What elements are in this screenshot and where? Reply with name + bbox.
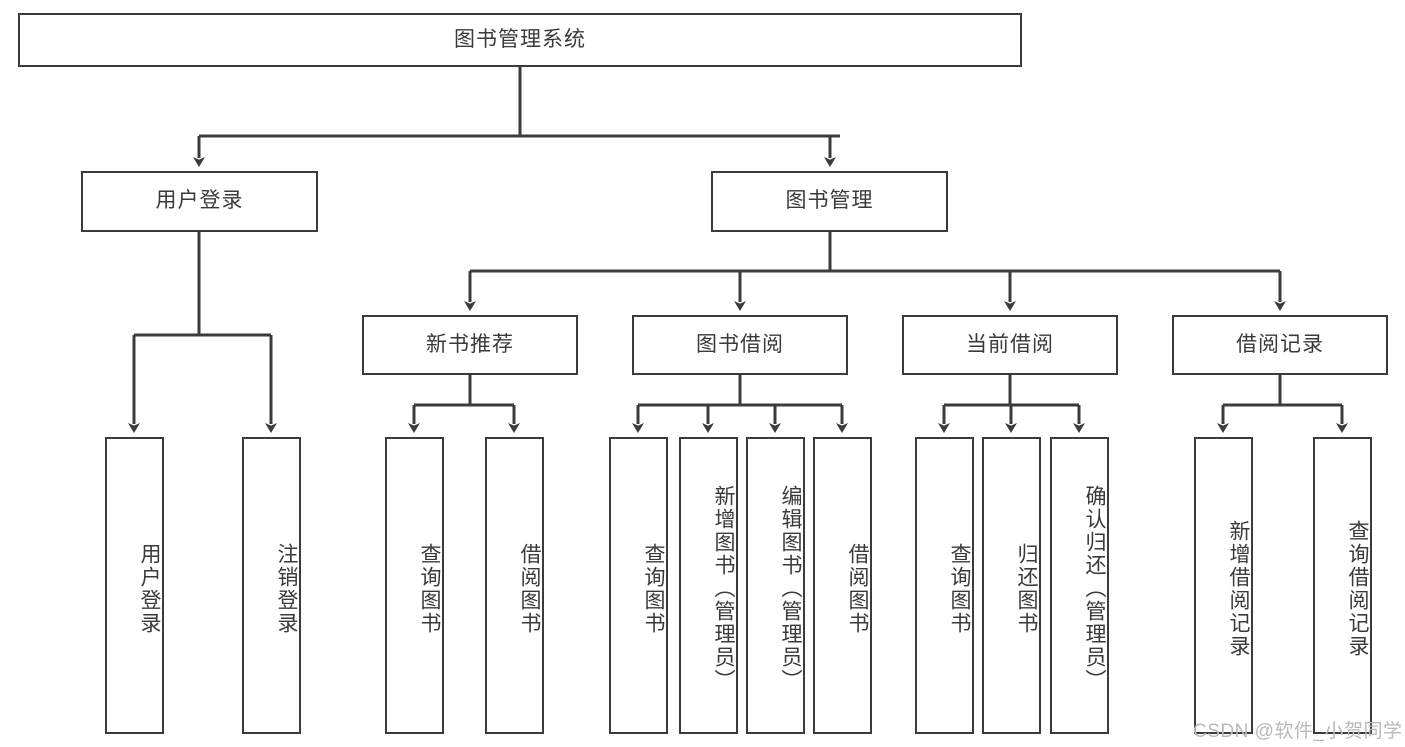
leaf-record-add-record[interactable]: 新增借阅记录 bbox=[1194, 437, 1253, 734]
leaf-borrow-add-book-admin[interactable]: 新增图书（管理员） bbox=[679, 437, 738, 734]
node-current-borrow-label: 当前借阅 bbox=[966, 332, 1054, 356]
leaf-borrow-edit-book-admin[interactable]: 编辑图书（管理员） bbox=[746, 437, 805, 734]
leaf-label: 用户登录 bbox=[138, 542, 161, 635]
node-book-borrow-label: 图书借阅 bbox=[696, 332, 784, 356]
leaf-record-query-record[interactable]: 查询借阅记录 bbox=[1313, 437, 1372, 734]
node-new-book-recommend-label: 新书推荐 bbox=[426, 332, 514, 356]
leaf-label: 新增图书（管理员） bbox=[712, 485, 735, 692]
leaf-user-login-signout[interactable]: 注销登录 bbox=[242, 437, 301, 734]
leaf-user-login-signin[interactable]: 用户登录 bbox=[105, 437, 164, 734]
leaf-label: 注销登录 bbox=[275, 542, 298, 635]
leaf-recommend-query-book[interactable]: 查询图书 bbox=[385, 437, 444, 734]
node-root[interactable]: 图书管理系统 bbox=[18, 13, 1022, 67]
leaf-recommend-borrow-book[interactable]: 借阅图书 bbox=[485, 437, 544, 734]
leaf-label: 查询图书 bbox=[642, 542, 665, 635]
node-user-login-label: 用户登录 bbox=[155, 189, 244, 213]
node-book-borrow[interactable]: 图书借阅 bbox=[632, 315, 848, 375]
leaf-current-confirm-return-admin[interactable]: 确认归还（管理员） bbox=[1050, 437, 1109, 734]
node-user-login[interactable]: 用户登录 bbox=[81, 171, 318, 232]
csdn-watermark: CSDN @软件_小贺同学 bbox=[1193, 721, 1403, 742]
leaf-borrow-borrow-book[interactable]: 借阅图书 bbox=[813, 437, 872, 734]
node-borrow-record[interactable]: 借阅记录 bbox=[1172, 315, 1388, 375]
leaf-label: 查询图书 bbox=[418, 542, 441, 635]
leaf-label: 借阅图书 bbox=[846, 542, 869, 635]
node-current-borrow[interactable]: 当前借阅 bbox=[902, 315, 1118, 375]
leaf-label: 归还图书 bbox=[1015, 542, 1038, 635]
node-root-label: 图书管理系统 bbox=[454, 27, 586, 51]
leaf-label: 借阅图书 bbox=[518, 542, 541, 635]
leaf-label: 新增借阅记录 bbox=[1227, 519, 1250, 658]
leaf-label: 确认归还（管理员） bbox=[1083, 485, 1106, 692]
leaf-label: 查询借阅记录 bbox=[1346, 519, 1369, 658]
node-borrow-record-label: 借阅记录 bbox=[1236, 332, 1324, 356]
node-book-management[interactable]: 图书管理 bbox=[711, 171, 948, 232]
leaf-label: 编辑图书（管理员） bbox=[779, 485, 802, 692]
leaf-current-query-book[interactable]: 查询图书 bbox=[915, 437, 974, 734]
leaf-label: 查询图书 bbox=[948, 542, 971, 635]
leaf-current-return-book[interactable]: 归还图书 bbox=[982, 437, 1041, 734]
node-new-book-recommend[interactable]: 新书推荐 bbox=[362, 315, 578, 375]
leaf-borrow-query-book[interactable]: 查询图书 bbox=[609, 437, 668, 734]
node-book-management-label: 图书管理 bbox=[785, 189, 874, 213]
